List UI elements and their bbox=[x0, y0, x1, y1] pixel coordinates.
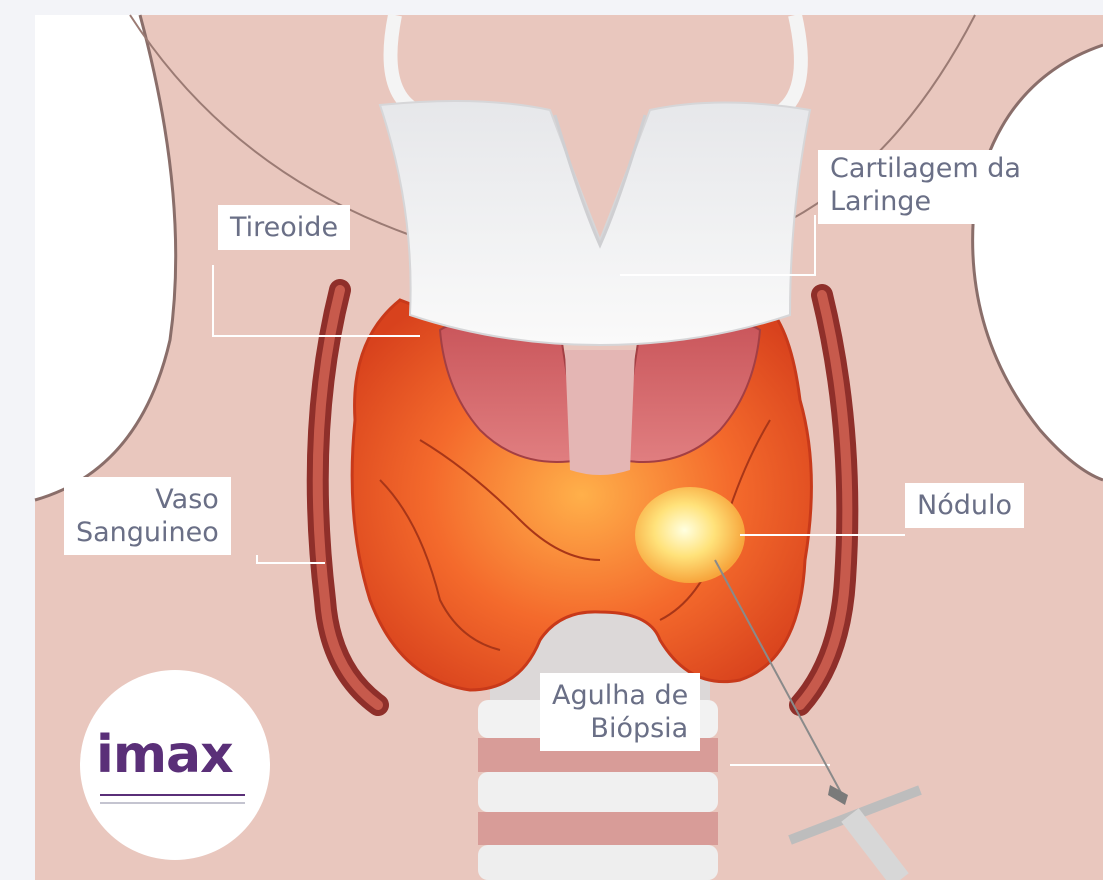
label-agulha-biopsia: Agulha de Biópsia bbox=[540, 673, 700, 751]
label-tireoide: Tireoide bbox=[218, 205, 350, 250]
trachea-band-2 bbox=[478, 812, 718, 845]
label-vaso-sanguineo: Vaso Sanguineo bbox=[64, 477, 231, 555]
larynx-center bbox=[565, 350, 635, 475]
trachea-ring-3 bbox=[478, 845, 718, 880]
trachea-ring-2 bbox=[478, 772, 718, 812]
imax-logo: imax bbox=[96, 725, 233, 785]
label-cartilagem-laringe: Cartilagem da Laringe bbox=[818, 150, 1033, 224]
label-nodulo: Nódulo bbox=[905, 483, 1024, 528]
nodule bbox=[635, 487, 745, 583]
